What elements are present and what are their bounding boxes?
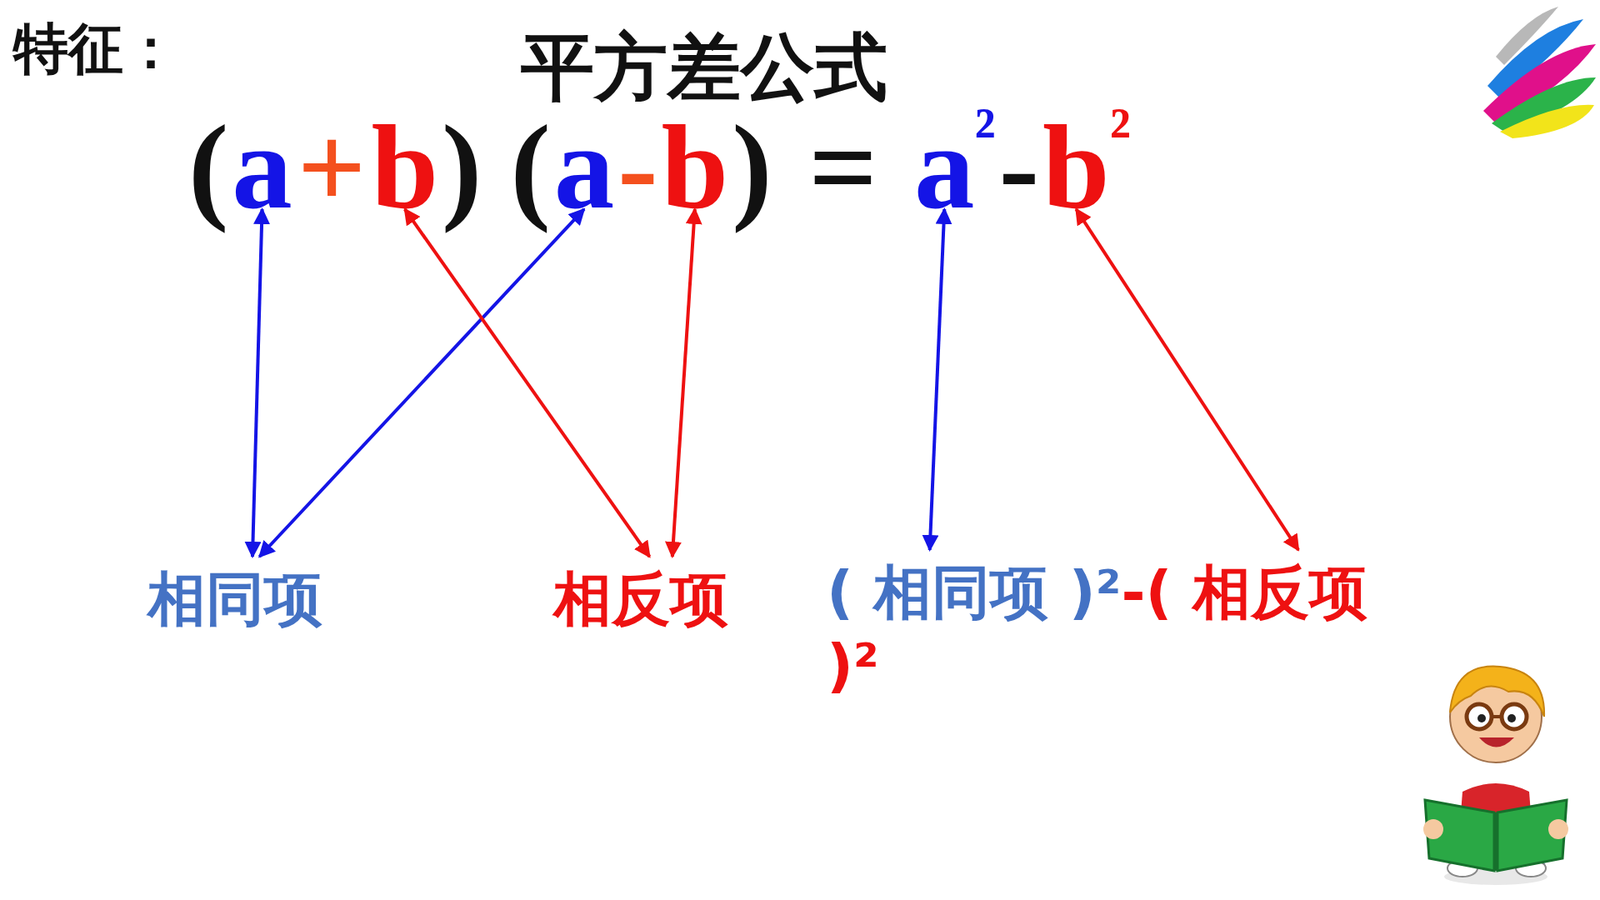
double-arrow: [1075, 209, 1299, 550]
double-arrow: [252, 209, 263, 557]
term-letter: a: [231, 100, 293, 234]
double-arrow: [259, 209, 585, 557]
formula-symbol: (: [188, 106, 229, 228]
formula-symbol: ): [441, 106, 482, 228]
term-text: ( 相同项 )²: [826, 558, 1121, 627]
term-text: 相同项: [147, 565, 323, 634]
term-letter: b: [370, 100, 439, 234]
formula-term: b: [660, 106, 729, 228]
reading-boy: [1423, 666, 1569, 885]
formula-term: b: [370, 106, 439, 228]
formula-term: a: [914, 106, 975, 228]
exponent: ²: [1110, 97, 1131, 168]
term-text: 相反项: [553, 565, 729, 634]
feature-heading: 特征：: [13, 11, 179, 87]
formula-symbol: -: [999, 106, 1040, 228]
formula-term: a: [554, 106, 615, 228]
formula-symbol: =: [808, 106, 878, 228]
logo: [1483, 6, 1596, 139]
formula-symbol: (: [510, 106, 550, 228]
double-arrow: [405, 209, 650, 557]
formula-symbol: -: [617, 106, 658, 228]
formula-term: a: [231, 106, 293, 228]
term-letter: b: [1042, 100, 1110, 234]
formula-symbol: +: [297, 106, 367, 228]
double-arrow: [672, 209, 695, 557]
formula: (a+b)(a-b)=a²-b²: [188, 106, 1131, 228]
term-letter: a: [914, 100, 975, 234]
double-arrow: [930, 209, 945, 550]
exponent: ²: [975, 97, 996, 168]
term-letter: b: [660, 100, 729, 234]
term-label: 相同项: [147, 563, 323, 637]
term-label: ( 相同项 )²-( 相反项 )²: [826, 556, 1410, 703]
term-letter: a: [554, 100, 615, 234]
term-label: 相反项: [553, 563, 729, 637]
formula-symbol: ): [731, 106, 772, 228]
formula-term: b: [1042, 106, 1110, 228]
